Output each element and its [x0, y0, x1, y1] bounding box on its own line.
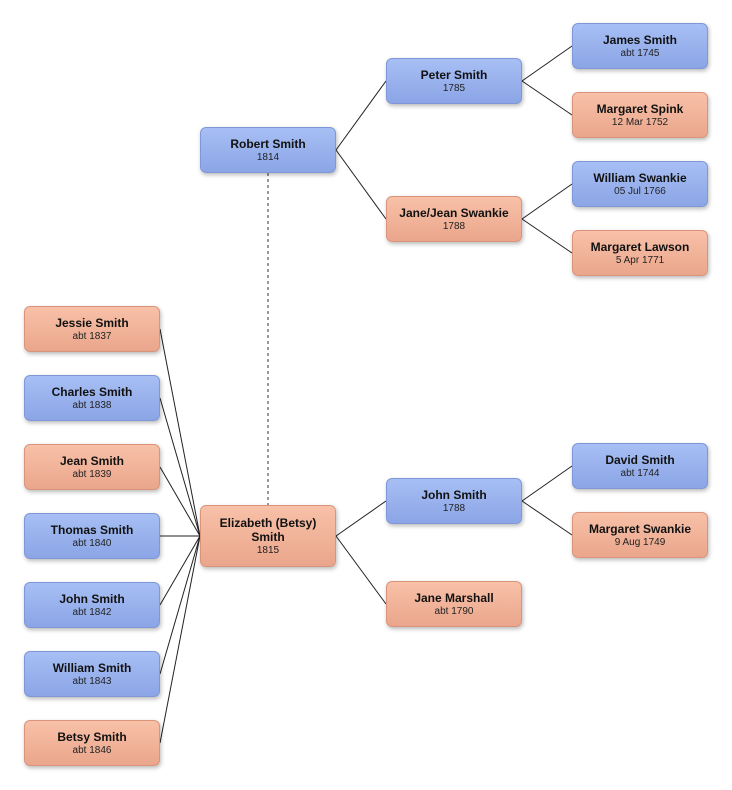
person-card-william-smith[interactable]: William Smith abt 1843: [24, 651, 160, 697]
person-date: 1785: [442, 82, 466, 94]
parent-link: [521, 500, 573, 536]
person-name: Jean Smith: [59, 453, 125, 468]
person-name: Charles Smith: [51, 384, 133, 399]
person-name: Margaret Lawson: [590, 239, 690, 254]
person-date: 5 Apr 1771: [615, 254, 665, 266]
child-link: [159, 397, 201, 537]
person-date: 1815: [256, 544, 280, 556]
person-date: abt 1842: [72, 606, 112, 618]
person-date: abt 1837: [72, 330, 112, 342]
person-date: abt 1745: [620, 47, 660, 59]
child-link: [159, 535, 201, 675]
person-card-william-swankie[interactable]: William Swankie 05 Jul 1766: [572, 161, 708, 207]
person-card-jessie-smith[interactable]: Jessie Smith abt 1837: [24, 306, 160, 352]
person-card-betsy-smith[interactable]: Betsy Smith abt 1846: [24, 720, 160, 766]
parent-link: [521, 183, 573, 220]
person-date: 9 Aug 1749: [614, 536, 666, 548]
person-date: abt 1840: [72, 537, 112, 549]
child-link: [159, 535, 201, 744]
person-card-robert-smith[interactable]: Robert Smith 1814: [200, 127, 336, 173]
person-name: John Smith: [421, 487, 487, 502]
person-date: abt 1838: [72, 399, 112, 411]
parent-link: [521, 80, 573, 116]
person-card-david-smith[interactable]: David Smith abt 1744: [572, 443, 708, 489]
person-name: William Smith: [52, 660, 132, 675]
person-name: Jessie Smith: [55, 315, 129, 330]
person-name: Betsy Smith: [57, 729, 127, 744]
child-link: [159, 328, 201, 537]
person-card-margaret-lawson[interactable]: Margaret Lawson 5 Apr 1771: [572, 230, 708, 276]
parent-link: [335, 535, 387, 605]
person-date: abt 1846: [72, 744, 112, 756]
person-card-james-smith[interactable]: James Smith abt 1745: [572, 23, 708, 69]
person-date: 12 Mar 1752: [611, 116, 669, 128]
person-card-charles-smith[interactable]: Charles Smith abt 1838: [24, 375, 160, 421]
person-card-john-smith-1788[interactable]: John Smith 1788: [386, 478, 522, 524]
person-name: James Smith: [602, 32, 678, 47]
child-link: [159, 466, 201, 537]
person-name: Jane/Jean Swankie: [399, 205, 509, 220]
person-name: Thomas Smith: [50, 522, 134, 537]
person-name: Jane Marshall: [414, 590, 494, 605]
person-name: Robert Smith: [230, 136, 306, 151]
person-card-jane-marshall[interactable]: Jane Marshall abt 1790: [386, 581, 522, 627]
parent-link: [521, 45, 573, 82]
person-name: Elizabeth (Betsy) Smith: [219, 515, 317, 544]
person-card-margaret-spink[interactable]: Margaret Spink 12 Mar 1752: [572, 92, 708, 138]
person-card-jane-jean-swankie[interactable]: Jane/Jean Swankie 1788: [386, 196, 522, 242]
person-name: David Smith: [605, 452, 675, 467]
parent-link: [335, 500, 387, 537]
person-card-thomas-smith[interactable]: Thomas Smith abt 1840: [24, 513, 160, 559]
person-name: Margaret Spink: [596, 101, 684, 116]
person-name: Peter Smith: [420, 67, 488, 82]
person-card-elizabeth-smith[interactable]: Elizabeth (Betsy) Smith 1815: [200, 505, 336, 567]
person-name: Margaret Swankie: [588, 521, 692, 536]
person-card-margaret-swankie[interactable]: Margaret Swankie 9 Aug 1749: [572, 512, 708, 558]
person-date: 05 Jul 1766: [614, 185, 666, 197]
person-name: William Swankie: [593, 170, 687, 185]
parent-link: [335, 80, 387, 151]
person-date: abt 1843: [72, 675, 112, 687]
person-date: abt 1839: [72, 468, 112, 480]
person-card-john-smith-1842[interactable]: John Smith abt 1842: [24, 582, 160, 628]
parent-link: [335, 149, 387, 220]
person-date: 1814: [256, 151, 280, 163]
person-date: abt 1790: [434, 605, 474, 617]
parent-link: [521, 465, 573, 502]
person-name: John Smith: [59, 591, 125, 606]
child-link: [159, 535, 201, 606]
parent-link: [521, 218, 573, 254]
person-date: 1788: [442, 502, 466, 514]
person-date: abt 1744: [620, 467, 660, 479]
person-card-peter-smith[interactable]: Peter Smith 1785: [386, 58, 522, 104]
person-card-jean-smith[interactable]: Jean Smith abt 1839: [24, 444, 160, 490]
person-date: 1788: [442, 220, 466, 232]
